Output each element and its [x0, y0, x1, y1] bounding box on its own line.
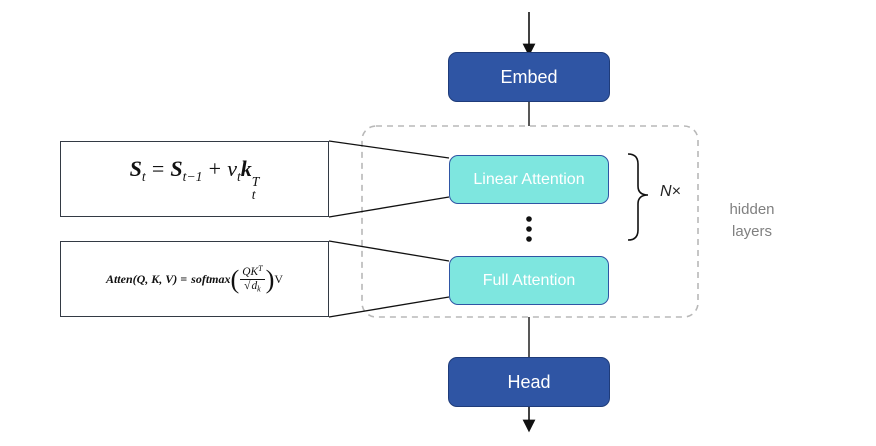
ellipsis-dot [526, 226, 532, 232]
head-label: Head [507, 371, 551, 392]
formula-plus: + [208, 155, 222, 181]
formula-sup-T: T [251, 173, 260, 189]
formula-tail: V [274, 271, 284, 286]
hidden-layers-line2: layers [731, 223, 772, 240]
formula-lhs: Atten(Q, K, V) = [105, 271, 188, 286]
formula-sub-t: t [141, 168, 146, 184]
formula-full-expression: Atten(Q, K, V) = softmax ( QKT √dk ) V [106, 264, 283, 294]
callout-line-full-top [328, 240, 450, 262]
formula-left-paren: ( [230, 263, 240, 294]
repeat-count-label: N× [660, 183, 681, 200]
formula-softmax: softmax [191, 271, 231, 286]
formula-denominator-d: d [251, 280, 258, 293]
formula-denominator-sub: k [257, 284, 261, 294]
formula-v: v [227, 155, 237, 181]
formula-numerator: QK [242, 265, 259, 278]
formula-right-paren: ) [265, 263, 275, 294]
ellipsis-dot [526, 216, 532, 222]
hidden-layers-label: hidden layers [712, 199, 792, 243]
linear-attention-label: Linear Attention [473, 170, 585, 188]
formula-s-prev: S [170, 155, 183, 181]
callout-line-full-bottom [328, 296, 450, 318]
formula-k: k [240, 155, 252, 181]
hidden-layers-container [361, 125, 699, 318]
linear-attention-block: Linear Attention [449, 155, 609, 204]
formula-s: S [129, 155, 142, 181]
full-attention-label: Full Attention [482, 271, 576, 289]
embed-label: Embed [500, 66, 558, 87]
embed-block: Embed [448, 52, 610, 102]
formula-fraction: QKT √dk [240, 263, 265, 294]
callout-line-linear-bottom [328, 196, 450, 218]
head-block: Head [448, 357, 610, 407]
formula-equals: = [151, 155, 165, 181]
full-attention-formula: Atten(Q, K, V) = softmax ( QKT √dk ) V [60, 241, 329, 317]
formula-sub-t-minus-1: t−1 [182, 168, 203, 184]
full-attention-block: Full Attention [449, 256, 609, 305]
ellipsis-dot [526, 236, 532, 242]
hidden-layers-line1: hidden [729, 201, 775, 218]
formula-numerator-sup: T [258, 263, 263, 273]
formula-sub-t-v: t [236, 168, 241, 184]
repeat-brace [627, 153, 649, 241]
callout-line-linear-top [328, 140, 450, 159]
formula-sub-t-k: t [251, 187, 256, 203]
